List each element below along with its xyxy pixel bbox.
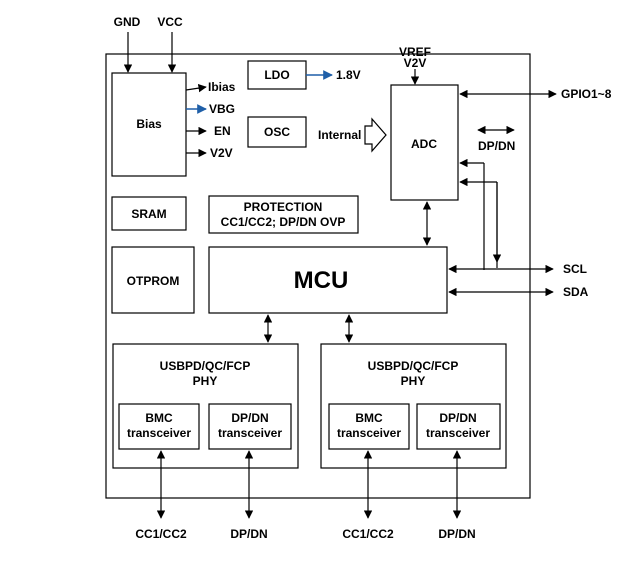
internal-label: Internal (318, 128, 361, 142)
dpdn-right-block (416, 403, 501, 450)
pin-gnd-label: GND (114, 15, 141, 29)
adc-title: ADC (411, 137, 437, 151)
pin-dpdn-right-label: DP/DN (438, 527, 475, 541)
overlap-mask (400, 56, 430, 58)
adc-dpdn-label: DP/DN (478, 139, 515, 153)
sram-title: SRAM (131, 207, 166, 221)
gpio-label: GPIO1~8 (561, 87, 612, 101)
mcu-block (208, 246, 448, 314)
pin-cc-left-label: CC1/CC2 (135, 527, 187, 541)
phy-left-line1: USBPD/QC/FCP (160, 359, 251, 373)
osc-title: OSC (264, 125, 290, 139)
bmc-right-line1: BMC (355, 411, 383, 425)
dpdn-right-line1: DP/DN (439, 411, 476, 425)
phy-right-line1: USBPD/QC/FCP (368, 359, 459, 373)
mcu-title: MCU (294, 267, 349, 294)
en-label: EN (214, 124, 231, 138)
bmc-left-line2: transceiver (127, 426, 191, 440)
bmc-left-line1: BMC (145, 411, 173, 425)
otprom-block (111, 246, 195, 314)
ldo-title: LDO (264, 68, 289, 82)
dpdn-left-line1: DP/DN (231, 411, 268, 425)
bias-block (111, 72, 187, 177)
sram-block (111, 196, 187, 231)
bias-title: Bias (136, 117, 162, 131)
pin-dpdn-left-label: DP/DN (230, 527, 267, 541)
dpdn-left-block (208, 403, 292, 450)
dpdn-right-line2: transceiver (426, 426, 490, 440)
scl-label: SCL (563, 262, 587, 276)
dpdn-left-line2: transceiver (218, 426, 282, 440)
protection-line1: PROTECTION (244, 200, 323, 214)
osc-block (247, 116, 307, 148)
adc-block (390, 84, 459, 201)
phy-right-line2: PHY (401, 374, 426, 388)
otprom-title: OTPROM (127, 274, 180, 288)
sda-label: SDA (563, 285, 589, 299)
phy-left-line2: PHY (193, 374, 218, 388)
bmc-right-line2: transceiver (337, 426, 401, 440)
vbg-label: VBG (209, 102, 235, 116)
pin-vcc-label: VCC (157, 15, 183, 29)
adc-supply-label: V2V (404, 56, 427, 70)
ibias-label: Ibias (208, 80, 236, 94)
bmc-left-block (118, 403, 200, 450)
adc-supply-overlap: VREF (399, 45, 431, 59)
v2v-label: V2V (210, 146, 233, 160)
ldo-output-label: 1.8V (336, 68, 361, 82)
pin-cc-right-label: CC1/CC2 (342, 527, 394, 541)
internal-hollow-arrow (364, 117, 387, 153)
bmc-right-block (328, 403, 410, 450)
protection-line2: CC1/CC2; DP/DN OVP (221, 215, 346, 229)
ibias-arrow (185, 83, 207, 93)
protection-block (208, 195, 359, 234)
